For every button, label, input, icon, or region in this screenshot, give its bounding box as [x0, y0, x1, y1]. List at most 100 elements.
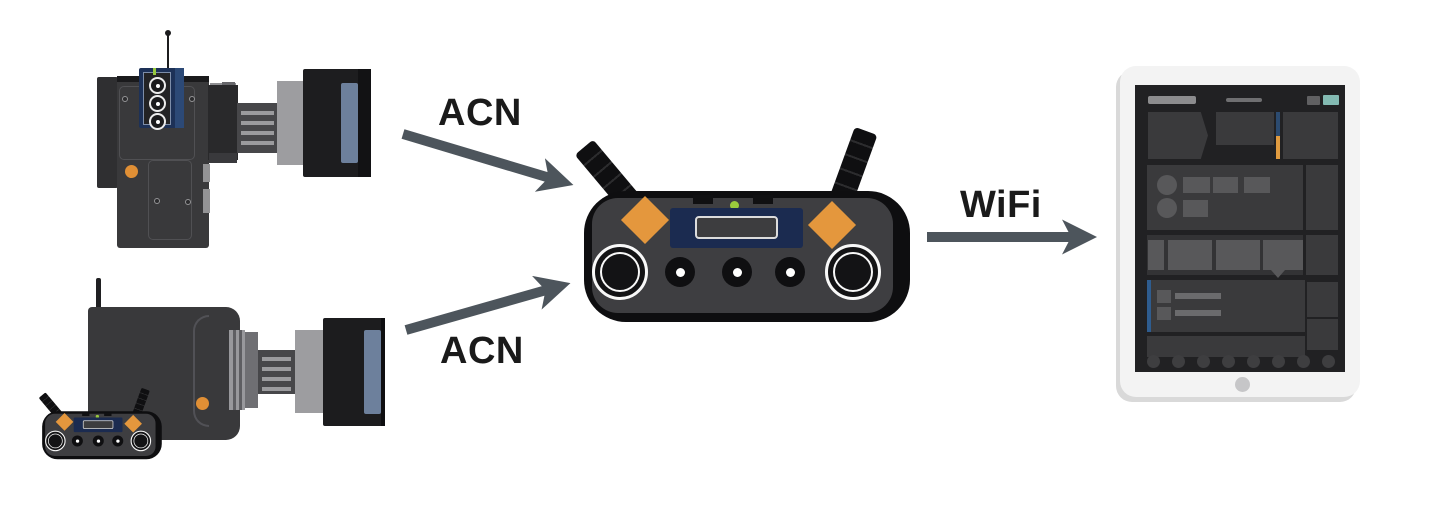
radio-module-flap [175, 68, 184, 128]
record-button [125, 165, 138, 178]
lens-mount-plate [229, 330, 245, 410]
panel-footer [1147, 336, 1305, 357]
panel-side [1306, 235, 1338, 275]
strip-item-bubble [1263, 240, 1303, 270]
camera-door-line [193, 315, 209, 427]
control-knob [1157, 198, 1177, 218]
strip-item [1168, 240, 1212, 270]
lens-gear-stripe [241, 141, 274, 145]
lens-glass [364, 330, 381, 414]
lens-mount-base [209, 153, 237, 163]
connector [149, 77, 166, 94]
antenna [96, 278, 101, 310]
dock-dot [1247, 355, 1260, 368]
control-button [1183, 177, 1210, 193]
status-led [95, 414, 100, 419]
panel-breadcrumb [1148, 112, 1208, 159]
dock-dot [1272, 355, 1285, 368]
strip-item [1148, 240, 1164, 270]
indicator-orange [1276, 136, 1280, 159]
connector-large [825, 244, 881, 300]
list-accent-stripe [1147, 280, 1151, 332]
lens-mount-line [233, 330, 236, 410]
panel-strip [1147, 235, 1303, 278]
connector [775, 257, 805, 287]
panel-list [1147, 280, 1305, 332]
battery-chip [1323, 95, 1339, 105]
antenna [167, 33, 169, 69]
connector [665, 257, 695, 287]
control-button [1183, 200, 1208, 217]
lens-gear-stripe [262, 387, 291, 391]
list-icon [1157, 290, 1171, 303]
antenna-tip [165, 30, 171, 36]
app-subtitle-bar [1226, 98, 1262, 102]
app-title-bar [1148, 96, 1196, 104]
connector [149, 95, 166, 112]
status-led [153, 68, 156, 75]
connector [71, 435, 83, 447]
connector [722, 257, 752, 287]
status-chip [1307, 96, 1320, 105]
lens-gear-stripe [262, 357, 291, 361]
edge-label-wifi: WiFi [960, 184, 1042, 226]
camera-lower-panel [148, 160, 192, 240]
lens-gear-stripe [241, 131, 274, 135]
bubble-tail [1271, 270, 1285, 285]
lens-gear-stripe [241, 111, 274, 115]
screw [185, 199, 191, 205]
dock-dot [1197, 355, 1210, 368]
dock-dot [1297, 355, 1310, 368]
edge-acn-bottom-arrow [404, 275, 571, 335]
dock-dot [1222, 355, 1235, 368]
status-led [730, 201, 739, 210]
screw [189, 96, 195, 102]
top-tab [82, 412, 90, 416]
panel-side [1306, 165, 1338, 230]
record-button [196, 397, 209, 410]
dock-dot [1322, 355, 1335, 368]
top-tab [104, 412, 112, 416]
top-tab [693, 195, 713, 204]
lens-hood-edge [381, 318, 385, 426]
list-icon [1157, 307, 1171, 320]
edge-label-acn-bottom: ACN [440, 330, 524, 372]
lens-ring [277, 81, 303, 165]
node-radio-unit-mini [37, 387, 164, 460]
connector-ring [833, 252, 873, 292]
control-knob [1157, 175, 1177, 195]
node-radio-hub [570, 125, 915, 325]
lens-gear-stripe [262, 367, 291, 371]
control-button [1244, 177, 1270, 193]
lens-gear-stripe [241, 121, 274, 125]
connector [149, 113, 166, 130]
connector-ring [48, 433, 63, 449]
connector [112, 435, 124, 447]
strip-item [1216, 240, 1260, 270]
lens-ring [295, 330, 324, 413]
dock-dot [1172, 355, 1185, 368]
control-button [1213, 177, 1238, 193]
connector-ring [600, 252, 640, 292]
connector-large [130, 430, 152, 452]
lens-gear-stripe [262, 377, 291, 381]
side-tab [203, 164, 210, 182]
screw [154, 198, 160, 204]
edge-label-acn-top: ACN [438, 92, 522, 134]
connector-large [45, 430, 66, 452]
side-tab [203, 189, 210, 213]
connector [92, 435, 104, 447]
camera-back-block [97, 77, 118, 188]
screw [122, 96, 128, 102]
display-screen [695, 216, 778, 239]
panel-controls [1147, 165, 1303, 230]
edge-acn-top-arrow [401, 129, 574, 192]
indicator-blue [1276, 112, 1280, 136]
top-tab [753, 195, 773, 204]
panel-value [1216, 112, 1274, 145]
panel-side [1307, 319, 1338, 350]
node-camera-top [95, 30, 395, 248]
list-line [1175, 293, 1221, 299]
